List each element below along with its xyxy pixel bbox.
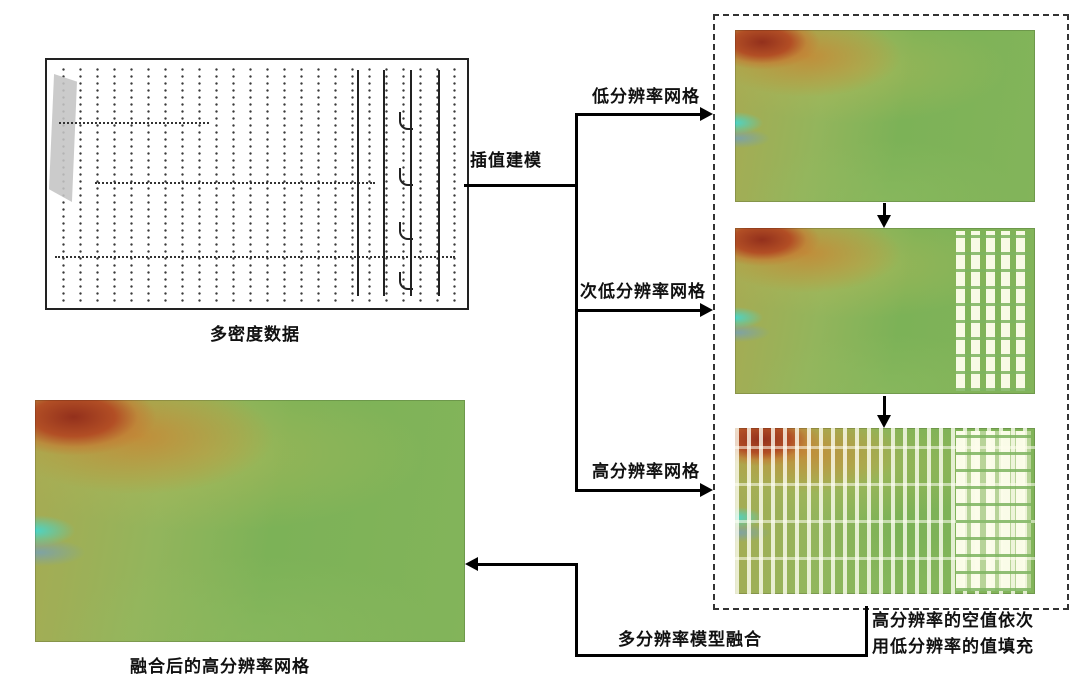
high-res-edge-label: 高分辨率网格 [592,462,700,482]
sub-low-res-branch-line [575,309,701,312]
multi-density-data-panel [45,58,469,310]
dotted-horizontal-line [55,256,455,258]
connector-feed-line [464,184,577,187]
fused-grid-image [35,400,465,642]
curve-hook [399,168,413,186]
high-res-branch-line [575,489,701,492]
dot-grid-pattern [51,64,463,304]
low-res-edge-label: 低分辨率网格 [592,87,700,107]
dotted-horizontal-line [59,122,209,124]
arrowhead-left-icon [465,557,478,571]
high-res-grid-image [735,428,1035,594]
fusion-bottom-line [575,654,868,657]
arrowhead-down-icon [877,415,891,428]
solid-vertical-line [357,70,359,296]
multi-density-label: 多密度数据 [210,325,300,345]
fusion-arrow-line [478,563,578,566]
sub-low-res-edge-label: 次低分辨率网格 [580,282,706,302]
null-fill-ladder-pattern [955,431,1031,591]
fused-grid-label: 融合后的高分辨率网格 [130,657,310,677]
fusion-vertical-line [575,563,578,657]
fill-note: 高分辨率的空值依次 用低分辨率的值填充 [872,608,1034,661]
arrowhead-right-icon [700,483,713,497]
fusion-edge-label: 多分辨率模型融合 [618,630,762,650]
interpolation-label: 插值建模 [470,151,542,171]
curve-hook [399,272,413,290]
solid-vertical-line [438,70,440,296]
fill-note-line2: 用低分辨率的值填充 [872,637,1034,658]
resolution-stack-panel [713,14,1069,610]
sub-low-res-grid-image [735,228,1035,394]
connector-trunk-line [575,113,578,492]
fill-note-line1: 高分辨率的空值依次 [872,611,1034,631]
null-fill-ladder-pattern [955,231,1031,391]
fusion-stack-drop-line [865,606,868,657]
curve-hook [399,112,413,130]
curve-hook [399,222,413,240]
solid-vertical-line [383,70,385,296]
shaded-region [49,74,77,202]
stack-connector-line [883,396,886,416]
arrowhead-right-icon [700,303,713,317]
arrowhead-right-icon [700,107,713,121]
stack-connector-line [883,203,886,216]
low-res-branch-line [575,113,701,116]
dotted-horizontal-line [95,182,375,184]
low-res-grid-image [735,30,1035,202]
arrowhead-down-icon [877,215,891,228]
